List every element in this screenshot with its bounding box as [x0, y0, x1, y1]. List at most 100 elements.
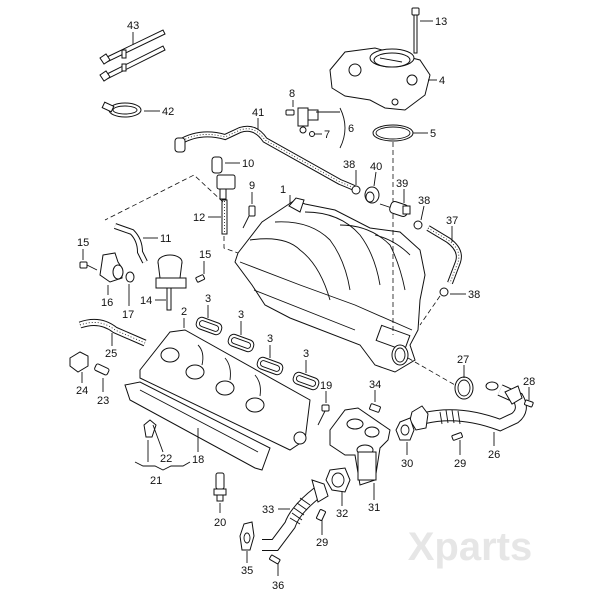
callout-34[interactable]: 34 — [368, 378, 383, 393]
part-30-gasket[interactable] — [395, 417, 415, 455]
callout-17[interactable]: 17 — [121, 308, 136, 323]
part-19-bolt[interactable] — [317, 391, 330, 426]
part-5-o-ring[interactable] — [372, 124, 428, 142]
callout-22[interactable]: 22 — [159, 452, 174, 467]
callout-26[interactable]: 26 — [487, 448, 502, 463]
callout-29-a[interactable]: 29 — [453, 457, 468, 472]
callout-6[interactable]: 6 — [347, 122, 356, 137]
callout-15-a[interactable]: 15 — [76, 236, 91, 251]
part-35-gasket[interactable] — [239, 521, 255, 563]
part-34-bolt[interactable] — [369, 390, 381, 413]
callout-24[interactable]: 24 — [75, 384, 90, 399]
callout-12[interactable]: 12 — [192, 211, 207, 226]
part-3-gasket-d[interactable] — [292, 360, 321, 391]
callout-4[interactable]: 4 — [438, 74, 447, 89]
part-32-gasket[interactable] — [325, 467, 351, 506]
part-28-bolt[interactable] — [523, 387, 534, 408]
callout-29-b[interactable]: 29 — [315, 536, 330, 551]
part-15-screw-b[interactable] — [195, 261, 206, 283]
callout-39[interactable]: 39 — [395, 177, 410, 192]
callout-33[interactable]: 33 — [261, 503, 276, 518]
part-38-clip-a[interactable] — [351, 170, 361, 195]
callout-13[interactable]: 13 — [434, 15, 449, 30]
callout-3-d[interactable]: 3 — [302, 347, 311, 362]
part-27-seal-ring[interactable] — [454, 365, 474, 400]
part-24-plug[interactable] — [69, 351, 89, 383]
callout-3-a[interactable]: 3 — [204, 292, 213, 307]
callout-27[interactable]: 27 — [456, 353, 471, 368]
callout-42[interactable]: 42 — [161, 105, 176, 120]
callout-38-a[interactable]: 38 — [342, 158, 357, 173]
callout-15-b[interactable]: 15 — [198, 248, 213, 263]
callout-31[interactable]: 31 — [367, 501, 382, 516]
part-41-hose[interactable] — [174, 118, 360, 193]
part-9-screw[interactable] — [242, 192, 256, 229]
callout-28[interactable]: 28 — [522, 375, 537, 390]
callout-1[interactable]: 1 — [279, 183, 288, 198]
callout-25[interactable]: 25 — [104, 347, 119, 362]
part-6-sensor-bracket[interactable] — [297, 107, 346, 149]
callout-38-b[interactable]: 38 — [417, 194, 432, 209]
callout-32[interactable]: 32 — [335, 507, 350, 522]
part-3-gasket-b[interactable] — [227, 321, 256, 353]
part-3-gasket-c[interactable] — [256, 345, 285, 376]
part-8-screw[interactable] — [285, 100, 295, 116]
callout-14[interactable]: 14 — [139, 294, 154, 309]
part-36-bolt[interactable] — [269, 554, 281, 576]
part-16-sensor[interactable] — [99, 252, 124, 295]
callout-30[interactable]: 30 — [400, 457, 415, 472]
part-1-intake-manifold[interactable] — [234, 195, 426, 373]
part-14-vacuum-actuator[interactable] — [155, 254, 187, 311]
callout-21[interactable]: 21 — [149, 474, 164, 489]
callout-41[interactable]: 41 — [251, 106, 266, 121]
part-12-vacuum-hose[interactable] — [208, 199, 228, 235]
callout-36[interactable]: 36 — [271, 579, 286, 594]
part-22-clip[interactable] — [143, 419, 164, 462]
part-43-cable-ties[interactable] — [99, 29, 166, 82]
part-23-fitting[interactable] — [94, 363, 110, 392]
part-18-heat-shield[interactable] — [124, 381, 271, 471]
callout-11[interactable]: 11 — [159, 232, 173, 247]
callout-5[interactable]: 5 — [429, 127, 438, 142]
part-39-check-valve[interactable] — [379, 189, 411, 217]
part-29-bolt-b[interactable] — [315, 509, 327, 535]
part-37-hose[interactable] — [426, 225, 462, 285]
callout-23[interactable]: 23 — [96, 394, 111, 409]
part-11-hose[interactable] — [114, 223, 158, 264]
callout-2[interactable]: 2 — [180, 305, 189, 320]
part-20-temp-sensor[interactable] — [213, 472, 227, 513]
callout-40[interactable]: 40 — [369, 160, 384, 175]
part-33-flex-pipe[interactable] — [262, 479, 329, 551]
part-3-gasket-a[interactable] — [195, 305, 224, 336]
part-15-screw-a[interactable] — [79, 249, 98, 271]
part-25-breather-hose[interactable] — [78, 318, 147, 347]
callout-9[interactable]: 9 — [248, 179, 257, 194]
callout-3-c[interactable]: 3 — [266, 332, 275, 347]
part-7-nut[interactable] — [309, 131, 315, 137]
part-13-bolt[interactable] — [411, 7, 433, 54]
callout-16[interactable]: 16 — [100, 296, 115, 311]
part-31-egr-valve[interactable] — [329, 407, 391, 500]
callout-43[interactable]: 43 — [126, 19, 141, 34]
callout-20[interactable]: 20 — [213, 516, 228, 531]
callout-19[interactable]: 19 — [319, 379, 334, 394]
part-10-solenoid-valve[interactable] — [211, 156, 240, 200]
callout-8[interactable]: 8 — [288, 87, 297, 102]
callout-3-b[interactable]: 3 — [237, 308, 246, 323]
callout-18[interactable]: 18 — [191, 453, 206, 468]
part-38-clip-c[interactable] — [439, 287, 466, 297]
callout-35[interactable]: 35 — [240, 564, 255, 579]
callout-37[interactable]: 37 — [445, 214, 460, 229]
part-42-hose-clamp[interactable] — [101, 101, 160, 118]
assembly-line — [407, 357, 456, 386]
part-2-lower-manifold[interactable] — [139, 318, 311, 451]
part-38-clip-b[interactable] — [413, 205, 425, 230]
part-40-connector[interactable] — [364, 171, 380, 204]
callout-7[interactable]: 7 — [323, 128, 332, 143]
callout-10[interactable]: 10 — [241, 157, 256, 172]
part-29-bolt-a[interactable] — [451, 432, 463, 455]
part-4-throttle-body[interactable] — [329, 47, 437, 111]
part-17-seal[interactable] — [125, 271, 135, 306]
callout-38-c[interactable]: 38 — [467, 288, 482, 303]
